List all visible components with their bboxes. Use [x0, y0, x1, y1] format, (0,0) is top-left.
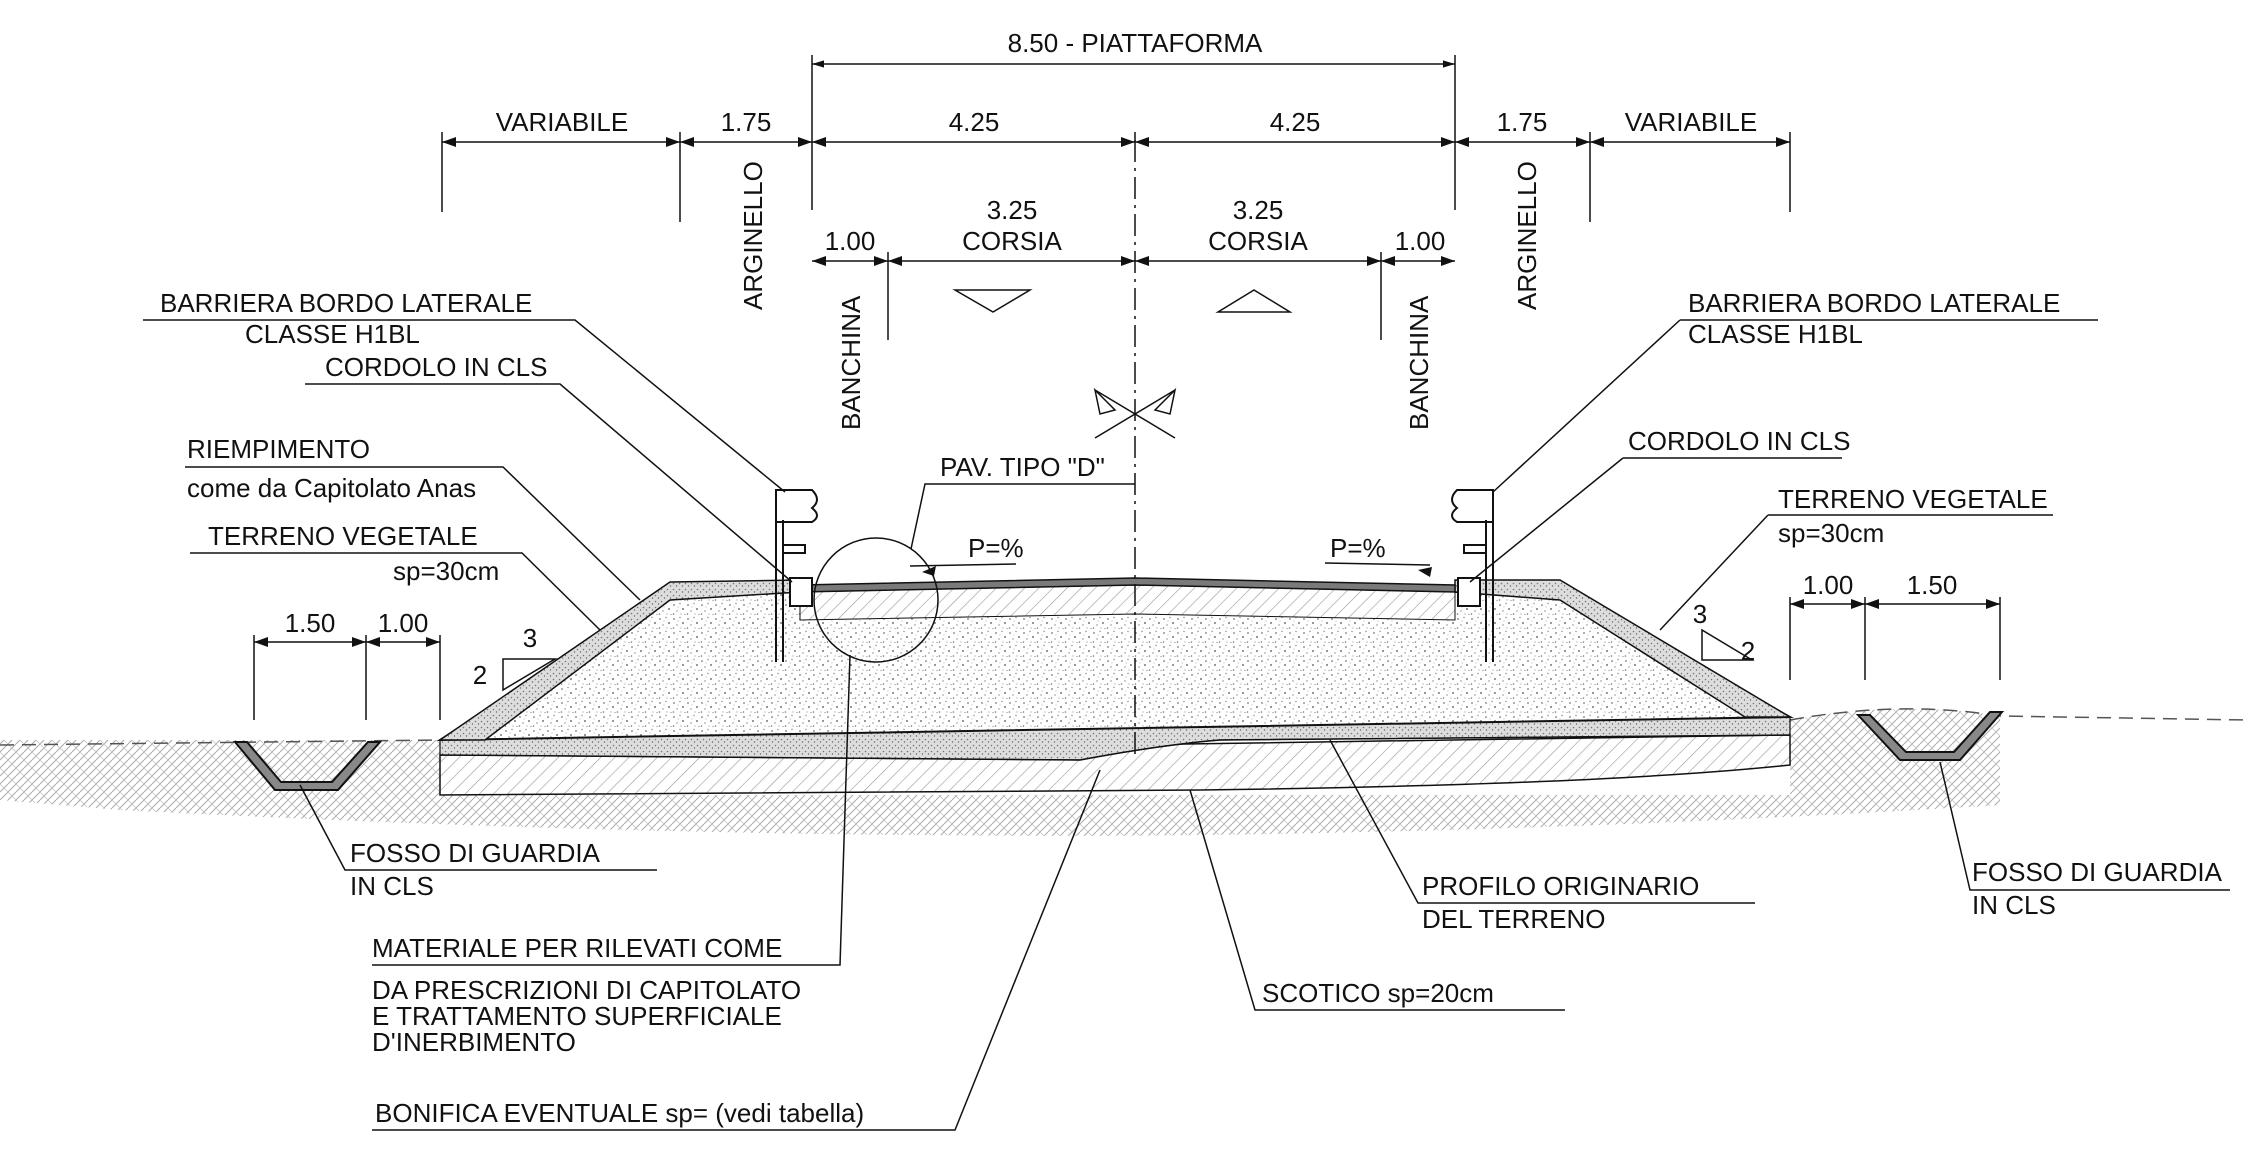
- fill-line1: RIEMPIMENTO: [187, 434, 370, 464]
- ditch-right-line1: FOSSO DI GUARDIA: [1972, 857, 2223, 887]
- ditch-left-dim-a: 1.50: [285, 608, 336, 638]
- kerb-left-shape: [789, 577, 813, 607]
- half-right-dim: 4.25: [1270, 107, 1321, 137]
- ditch-right: [1855, 711, 2005, 761]
- barrier-left: [775, 489, 818, 662]
- arginello-left-dim: 1.75: [721, 107, 772, 137]
- banchina-right-label: BANCHINA: [1404, 295, 1434, 430]
- lane-right-label: CORSIA: [1208, 226, 1308, 256]
- barrier-right-line2: CLASSE H1BL: [1688, 319, 1863, 349]
- lane-right-width: 3.25: [1233, 195, 1284, 225]
- kerb-left-label: CORDOLO IN CLS: [325, 352, 548, 382]
- strip-label: SCOTICO sp=20cm: [1262, 978, 1494, 1008]
- axis-symbol: [1093, 387, 1177, 439]
- shoulder-right-width: 1.00: [1395, 226, 1446, 256]
- arginello-right-label: ARGINELLO: [1512, 161, 1542, 310]
- slope-right-h: 3: [1693, 599, 1707, 629]
- kerb-right-label: CORDOLO IN CLS: [1628, 426, 1851, 456]
- ditch-left-dim-b: 1.00: [378, 608, 429, 638]
- barrier-left-line2: CLASSE H1BL: [245, 319, 420, 349]
- slope-left-label: P=%: [968, 533, 1024, 563]
- ditch-right-dim-a: 1.00: [1803, 570, 1854, 600]
- barrier-left-line1: BARRIERA BORDO LATERALE: [160, 288, 532, 318]
- ditch-left-line1: FOSSO DI GUARDIA: [350, 838, 601, 868]
- profile-line2: DEL TERRENO: [1422, 904, 1606, 934]
- slope-left-v: 2: [473, 660, 487, 690]
- embankment-line3: E TRATTAMENTO SUPERFICIALE: [372, 1001, 782, 1031]
- vertical-texts: ARGINELLO ARGINELLO BANCHINA BANCHINA: [738, 161, 1542, 430]
- embankment-line2: DA PRESCRIZIONI DI CAPITOLATO: [372, 975, 801, 1005]
- leader-lines: [143, 319, 2230, 1131]
- ditch-left: [232, 741, 383, 791]
- topsoil-right-line1: TERRENO VEGETALE: [1778, 484, 2048, 514]
- pavement-label: PAV. TIPO "D": [940, 452, 1105, 482]
- fill-line2: come da Capitolato Anas: [187, 473, 476, 503]
- embankment-line4: D'INERBIMENTO: [372, 1027, 576, 1057]
- topsoil-left-line2: sp=30cm: [393, 556, 499, 586]
- ditch-right-dim-b: 1.50: [1907, 570, 1958, 600]
- banchina-left-label: BANCHINA: [836, 295, 866, 430]
- callout-texts: BARRIERA BORDO LATERALE CLASSE H1BL CORD…: [160, 288, 2223, 1128]
- half-left-dim: 4.25: [949, 107, 1000, 137]
- arginello-right-dim: 1.75: [1497, 107, 1548, 137]
- ditch-left-line2: IN CLS: [350, 871, 434, 901]
- barrier-right-line1: BARRIERA BORDO LATERALE: [1688, 288, 2060, 318]
- variable-left-dim: VARIABILE: [496, 107, 628, 137]
- reclaim-label: BONIFICA EVENTUALE sp= (vedi tabella): [375, 1098, 864, 1128]
- topsoil-left-line1: TERRENO VEGETALE: [208, 521, 478, 551]
- ditch-right-line2: IN CLS: [1972, 890, 2056, 920]
- kerb-right-shape: [1457, 577, 1481, 607]
- embankment-line1: MATERIALE PER RILEVATI COME: [372, 933, 782, 963]
- shoulder-left-width: 1.00: [825, 226, 876, 256]
- profile-line1: PROFILO ORIGINARIO: [1422, 871, 1699, 901]
- existing-ground: [0, 708, 2248, 836]
- arginello-left-label: ARGINELLO: [738, 161, 768, 310]
- platform-dim: 8.50 - PIATTAFORMA: [1008, 28, 1263, 58]
- slope-right-label: P=%: [1330, 533, 1386, 563]
- lane-left-width: 3.25: [987, 195, 1038, 225]
- dimension-texts: 8.50 - PIATTAFORMA VARIABILE 1.75 4.25 4…: [285, 28, 1958, 690]
- topsoil-right-line2: sp=30cm: [1778, 518, 1884, 548]
- embankment: [436, 577, 1794, 796]
- dimension-lines: [253, 55, 2001, 720]
- barrier-right: [1451, 489, 1494, 662]
- slope-right-v: 2: [1741, 636, 1755, 666]
- slope-left-h: 3: [523, 623, 537, 653]
- variable-right-dim: VARIABILE: [1625, 107, 1757, 137]
- lane-left-label: CORSIA: [962, 226, 1062, 256]
